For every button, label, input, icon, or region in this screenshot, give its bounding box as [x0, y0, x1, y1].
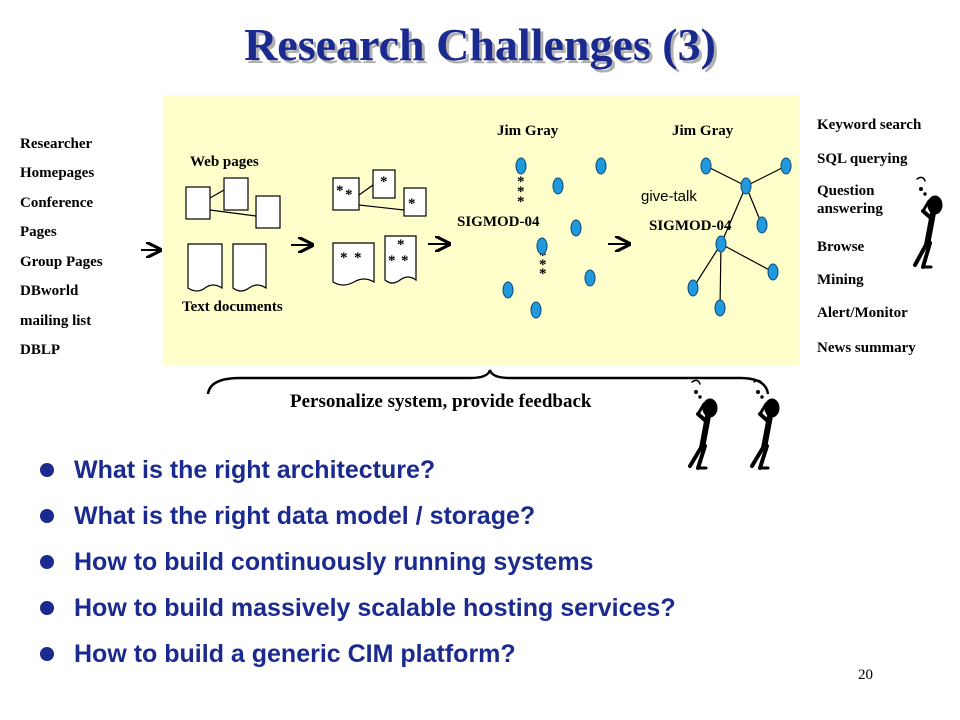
- source-item: Group Pages: [20, 254, 103, 270]
- svg-text:*: *: [539, 257, 547, 273]
- svg-text:*: *: [517, 174, 525, 190]
- svg-text:*: *: [401, 253, 409, 269]
- bullet-dot-icon: [40, 647, 54, 661]
- svg-text:*: *: [380, 174, 388, 190]
- service-item: Keyword search: [817, 117, 922, 133]
- bullet-dot-icon: [40, 509, 54, 523]
- service-item: News summary: [817, 340, 916, 356]
- bullet-item: What is the right data model / storage?: [40, 501, 676, 547]
- give-talk-label: give-talk: [641, 188, 697, 205]
- bullet-dot-icon: [40, 463, 54, 477]
- bullet-item: What is the right architecture?: [40, 455, 676, 501]
- feedback-label: Personalize system, provide feedback: [290, 391, 592, 412]
- svg-text:*: *: [388, 253, 396, 269]
- bullet-item: How to build massively scalable hosting …: [40, 593, 676, 639]
- feedback-brace: [206, 369, 770, 395]
- text-documents-label: Text documents: [182, 299, 283, 315]
- extracted-pages-icon: [332, 169, 427, 286]
- diagram-panel: [163, 95, 799, 365]
- graph-nodes-unlinked: [502, 157, 607, 319]
- svg-text:*: *: [517, 184, 525, 200]
- graph-nodes-linked: [687, 157, 792, 317]
- source-item: DBLP: [20, 342, 61, 358]
- source-item: Homepages: [20, 165, 95, 181]
- bullet-list: What is the right architecture? What is …: [40, 455, 676, 685]
- source-item: Conference: [20, 195, 94, 211]
- svg-text:*: *: [336, 183, 344, 199]
- service-item: Browse: [817, 239, 865, 255]
- star-marks: ** ** ** *** *** ***: [336, 174, 547, 282]
- source-item: DBworld: [20, 283, 79, 299]
- bullet-item: How to build a generic CIM platform?: [40, 639, 676, 685]
- text-documents-icon: [187, 243, 267, 292]
- svg-text:*: *: [354, 250, 362, 266]
- service-item: Alert/Monitor: [817, 305, 908, 321]
- slide-title: Research Challenges (3): [244, 19, 716, 70]
- jim-gray-label-2: Jim Gray: [672, 123, 734, 139]
- service-item: Mining: [817, 272, 864, 288]
- svg-text:*: *: [517, 194, 525, 210]
- bullet-item: How to build continuously running system…: [40, 547, 676, 593]
- web-pages-label: Web pages: [190, 154, 259, 170]
- jim-gray-label-1: Jim Gray: [497, 123, 559, 139]
- thinking-person-icon: [688, 176, 943, 470]
- bullet-dot-icon: [40, 555, 54, 569]
- service-item: Question answering: [817, 183, 883, 217]
- svg-text:*: *: [345, 187, 353, 203]
- sigmod-label-1: SIGMOD-04: [457, 214, 540, 230]
- source-item: Researcher: [20, 136, 93, 152]
- web-pages-icon: [185, 177, 281, 229]
- source-item: Pages: [20, 224, 57, 240]
- service-item: SQL querying: [817, 151, 908, 167]
- page-number: 20: [858, 667, 873, 683]
- sigmod-label-2: SIGMOD-04: [649, 218, 732, 234]
- svg-text:*: *: [397, 237, 405, 253]
- svg-text:*: *: [408, 196, 416, 212]
- source-item: mailing list: [20, 313, 92, 329]
- svg-text:*: *: [539, 248, 547, 264]
- graph-edges: [692, 165, 787, 309]
- svg-text:*: *: [340, 250, 348, 266]
- bullet-dot-icon: [40, 601, 54, 615]
- svg-text:*: *: [539, 266, 547, 282]
